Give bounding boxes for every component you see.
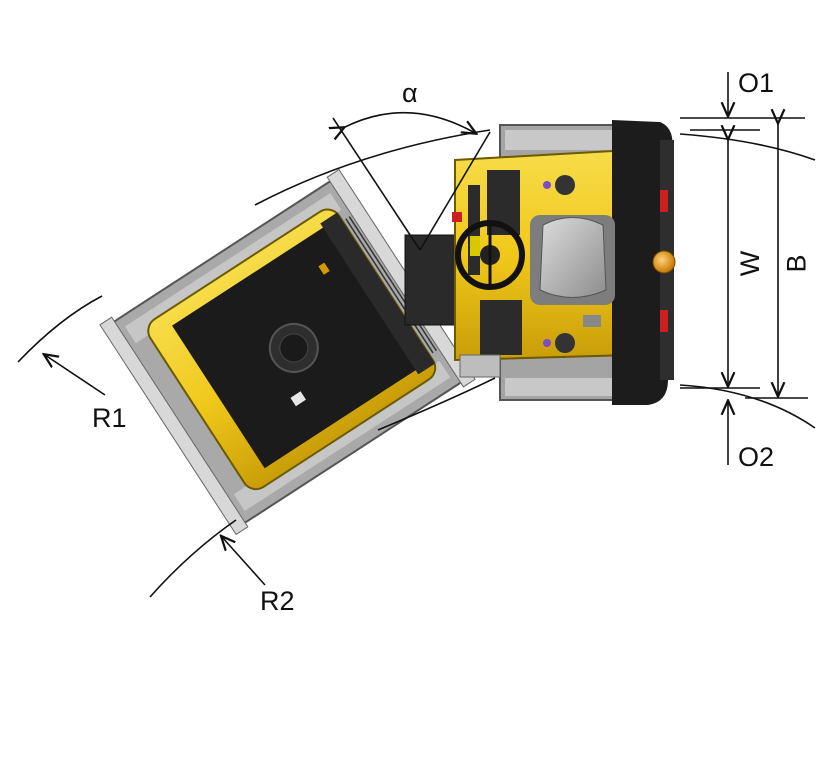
r2-arc bbox=[149, 519, 237, 598]
front-scraper-left bbox=[99, 316, 249, 536]
joystick-bottom bbox=[555, 333, 575, 353]
articulation-joint bbox=[404, 234, 461, 326]
beacon-light bbox=[652, 250, 676, 274]
w-label: W bbox=[735, 250, 766, 277]
front-vent-grille bbox=[345, 216, 437, 354]
tail-light-top bbox=[660, 190, 668, 212]
joystick-top bbox=[555, 175, 575, 195]
alpha-label: α bbox=[402, 78, 418, 108]
b-label: B bbox=[781, 254, 812, 273]
r1-arrow bbox=[45, 355, 106, 396]
steering-wheel bbox=[455, 220, 525, 290]
r1-label: R1 bbox=[92, 403, 127, 433]
turning-arc-bottom bbox=[377, 377, 496, 431]
r1-arc bbox=[17, 295, 103, 363]
r2-arrow bbox=[222, 537, 266, 586]
rear-bumper bbox=[612, 120, 673, 405]
turning-arc-top bbox=[254, 129, 491, 206]
front-drum-section bbox=[99, 168, 476, 536]
rear-drum-section bbox=[452, 120, 676, 405]
dimension-lines bbox=[17, 72, 816, 598]
alpha-line-rear bbox=[419, 131, 491, 251]
o1-label: O1 bbox=[738, 68, 775, 98]
r2-label: R2 bbox=[260, 586, 295, 616]
o2-label: O2 bbox=[738, 442, 775, 472]
alpha-arc bbox=[343, 111, 475, 133]
tail-light-bottom bbox=[660, 310, 668, 332]
